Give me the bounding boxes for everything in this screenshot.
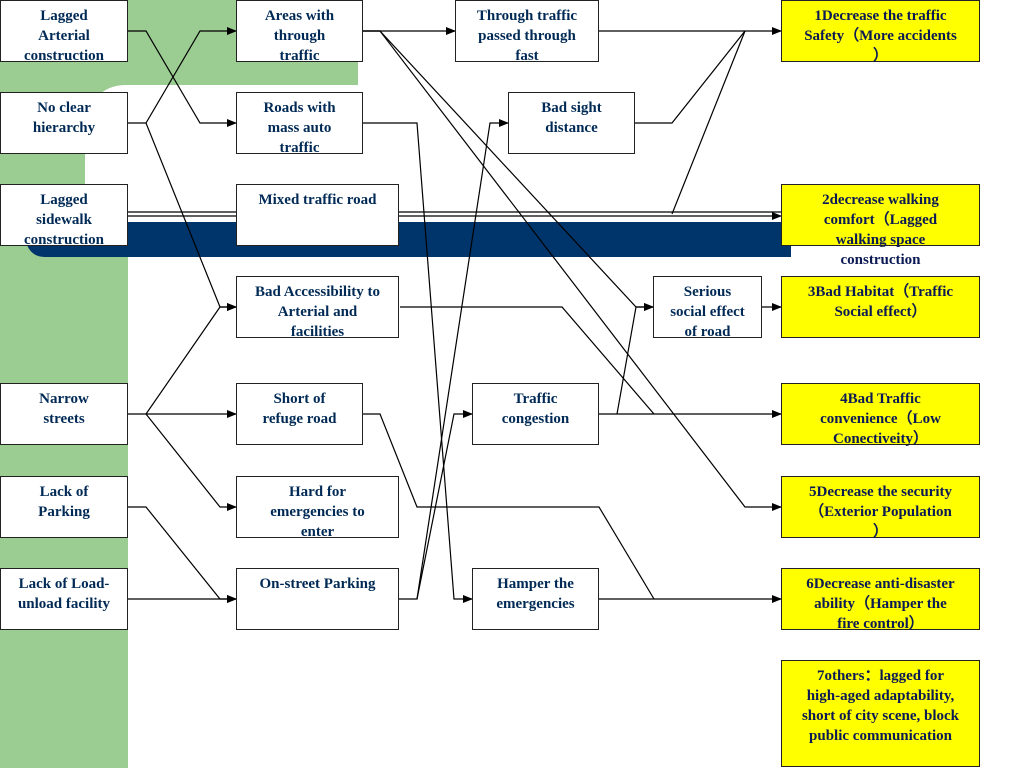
connector-line	[616, 303, 654, 415]
box-lack-of-parking: Lack of Parking	[0, 476, 128, 538]
connector-line	[128, 506, 237, 603]
box-areas-with-through-traffic: Areas with through traffic	[236, 0, 363, 64]
box-short-of-refuge-road: Short of refuge road	[236, 383, 363, 445]
connector-line	[416, 119, 509, 600]
result-decrease-walking-comfort: 2decrease walking comfort（Lagged walking…	[781, 184, 980, 268]
connector-line	[128, 30, 237, 127]
result-decrease-traffic-safety: 1Decrease the traffic Safety（More accide…	[781, 0, 980, 64]
box-traffic-congestion: Traffic congestion	[472, 383, 599, 445]
result-bad-habitat: 3Bad Habitat（Traffic Social effect）	[781, 276, 980, 338]
result-decrease-security: 5Decrease the security （Exterior Populat…	[781, 476, 980, 540]
connector-line	[145, 122, 237, 311]
connector-line	[363, 30, 782, 511]
box-bad-accessibility: Bad Accessibility to Arterial and facili…	[236, 276, 399, 340]
box-lagged-sidewalk-construction: Lagged sidewalk construction	[0, 184, 128, 248]
connector-line	[671, 30, 746, 215]
connector-line	[128, 27, 237, 124]
box-hard-for-emergencies: Hard for emergencies to enter	[236, 476, 399, 540]
box-through-traffic-passed-fast: Through traffic passed through fast	[455, 0, 599, 64]
connector-line	[399, 410, 473, 600]
box-hamper-the-emergencies: Hamper the emergencies	[472, 568, 599, 630]
box-on-street-parking: On-street Parking	[236, 568, 399, 630]
box-serious-social-effect: Serious social effect of road	[653, 276, 762, 340]
box-mixed-traffic-road: Mixed traffic road	[236, 184, 399, 246]
connector-line	[145, 413, 237, 511]
box-no-clear-hierarchy: No clear hierarchy	[0, 92, 128, 154]
connector-line	[363, 413, 655, 600]
box-narrow-streets: Narrow streets	[0, 383, 128, 445]
box-lagged-arterial-construction: Lagged Arterial construction	[0, 0, 128, 64]
result-bad-traffic-convenience: 4Bad Traffic convenience（Low Conectiveit…	[781, 383, 980, 447]
result-decrease-anti-disaster: 6Decrease anti-disaster ability（Hamper t…	[781, 568, 980, 632]
blue-band	[26, 222, 791, 257]
box-lack-of-loadunload-facility: Lack of Load- unload facility	[0, 568, 128, 630]
connector-line	[363, 122, 473, 603]
connector-line	[363, 30, 654, 311]
box-roads-with-mass-auto-traffic: Roads with mass auto traffic	[236, 92, 363, 156]
box-bad-sight-distance: Bad sight distance	[508, 92, 635, 154]
result-others: 7others：lagged for high-aged adaptabilit…	[781, 660, 980, 767]
connector-line	[128, 303, 237, 415]
connector-line	[635, 30, 746, 124]
